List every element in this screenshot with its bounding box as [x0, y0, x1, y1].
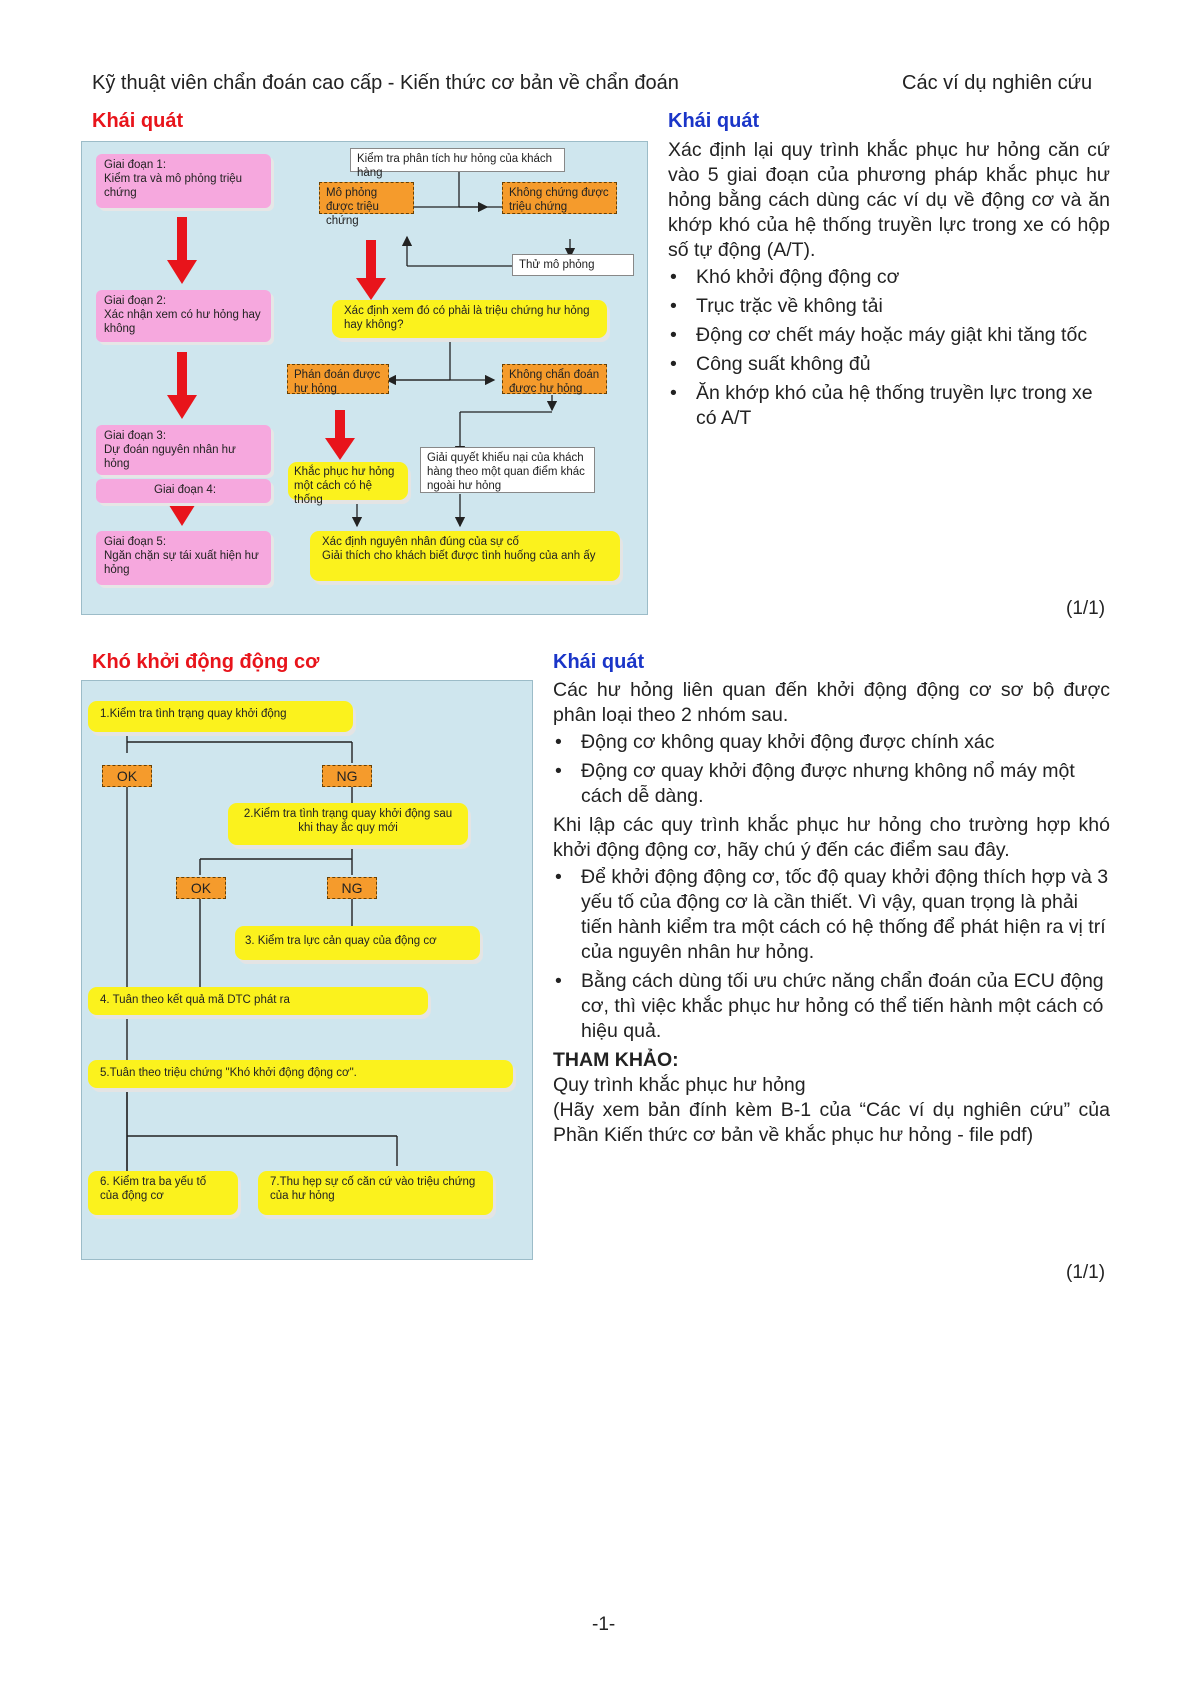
section2-bullet-list-2: Để khởi động động cơ, tốc độ quay khởi đ… [553, 865, 1110, 1044]
section2-right-title: Khái quát [553, 651, 645, 673]
repair-system-box: Khắc phục hư hỏng một cách có hệ thống [288, 462, 408, 506]
stage2-box: Giai đoạn 2:Xác nhận xem có hư hỏng hay … [96, 290, 271, 342]
list-item: Bằng cách dùng tối ưu chức năng chẩn đoá… [553, 969, 1110, 1044]
reference-line2: (Hãy xem bản đính kèm B-1 của “Các ví dụ… [553, 1099, 1110, 1146]
section2-intro1: Các hư hỏng liên quan đến khởi động động… [553, 679, 1110, 726]
diagram2-connectors [126, 732, 398, 1173]
diagnosed-box: Phán đoán được hư hỏng [287, 364, 389, 395]
step1-box: 1.Kiểm tra tình trạng quay khởi động [88, 701, 353, 732]
header-title: Kỹ thuật viên chẩn đoán cao cấp - Kiến t… [92, 72, 679, 94]
section2-left-title: Khó khởi động động cơ [92, 651, 320, 673]
step4-box: 4. Tuân theo kết quả mã DTC phát ra [88, 987, 428, 1015]
list-item: Khó khởi động động cơ [668, 265, 1110, 290]
list-item: Động cơ quay khởi động được nhưng không … [553, 759, 1110, 809]
section1-intro: Xác định lại quy trình khắc phục hư hỏng… [668, 139, 1110, 261]
ok-badge: OK [102, 765, 152, 787]
section1-bullet-list: Khó khởi động động cơ Trục trặc về không… [668, 265, 1110, 431]
reference-line1: Quy trình khắc phục hư hỏng [553, 1074, 806, 1096]
stage1-box: Giai đoạn 1:Kiểm tra và mô phỏng triệu c… [96, 154, 271, 208]
resolve-complaint-box: Giải quyết khiếu nại của khách hàng theo… [420, 447, 595, 493]
simulated-box: Mô phỏng được triệu chứng [319, 182, 414, 227]
section1-page-note: (1/1) [1066, 598, 1106, 619]
section2-bullet-list-1: Động cơ không quay khởi động được chính … [553, 730, 1110, 809]
step5-box: 5.Tuân theo triệu chứng "Khó khởi động đ… [88, 1060, 513, 1088]
try-simulate-box: Thử mô phỏng [512, 254, 634, 276]
section2-page-note: (1/1) [1066, 1262, 1106, 1283]
reference-title: THAM KHẢO: [553, 1049, 679, 1071]
ng-badge: NG [327, 877, 377, 899]
step6-box: 6. Kiểm tra ba yếu tố của động cơ [88, 1171, 238, 1215]
section1-left-title: Khái quát [92, 110, 184, 132]
section2-body: Các hư hỏng liên quan đến khởi động động… [553, 678, 1110, 1148]
header-category: Các ví dụ nghiên cứu [902, 72, 1093, 94]
not-simulated-box: Không chứng được triệu chứng [502, 182, 617, 214]
stage4-box: Giai đoạn 4: [96, 479, 271, 503]
section1-right-title: Khái quát [668, 110, 760, 132]
list-item: Để khởi động động cơ, tốc độ quay khởi đ… [553, 865, 1110, 965]
stage5-box: Giai đoạn 5:Ngăn chặn sự tái xuất hiện h… [96, 531, 271, 585]
stage3-box: Giai đoạn 3:Dự đoán nguyên nhân hư hỏng [96, 425, 271, 475]
confirm-symptom-box: Xác định xem đó có phải là triệu chứng h… [332, 300, 607, 338]
list-item: Công suất không đủ [668, 352, 1110, 377]
ok-badge: OK [176, 877, 226, 899]
ng-badge: NG [322, 765, 372, 787]
list-item: Trục trặc về không tải [668, 294, 1110, 319]
list-item: Động cơ chết máy hoặc máy giật khi tăng … [668, 323, 1110, 348]
step7-box: 7.Thu hẹp sự cố căn cứ vào triệu chứng c… [258, 1171, 493, 1215]
hard-start-flow-diagram: 1.Kiểm tra tình trạng quay khởi động OK … [81, 680, 533, 1260]
troubleshooting-flow-diagram: Giai đoạn 1:Kiểm tra và mô phỏng triệu c… [81, 141, 648, 615]
list-item: Động cơ không quay khởi động được chính … [553, 730, 1110, 755]
not-diagnosed-box: Không chẩn đoán được hư hỏng [502, 364, 607, 395]
section2-intro2: Khi lập các quy trình khắc phục hư hỏng … [553, 814, 1110, 861]
section1-body: Xác định lại quy trình khắc phục hư hỏng… [668, 138, 1110, 435]
step3-box: 3. Kiểm tra lực cản quay của động cơ [235, 926, 480, 960]
check-complaint-box: Kiểm tra phân tích hư hỏng của khách hàn… [350, 148, 565, 179]
list-item: Ăn khớp khó của hệ thống truyền lực tron… [668, 381, 1110, 431]
step2-box: 2.Kiểm tra tình trạng quay khởi động sau… [228, 803, 468, 845]
page-number: -1- [592, 1614, 616, 1635]
